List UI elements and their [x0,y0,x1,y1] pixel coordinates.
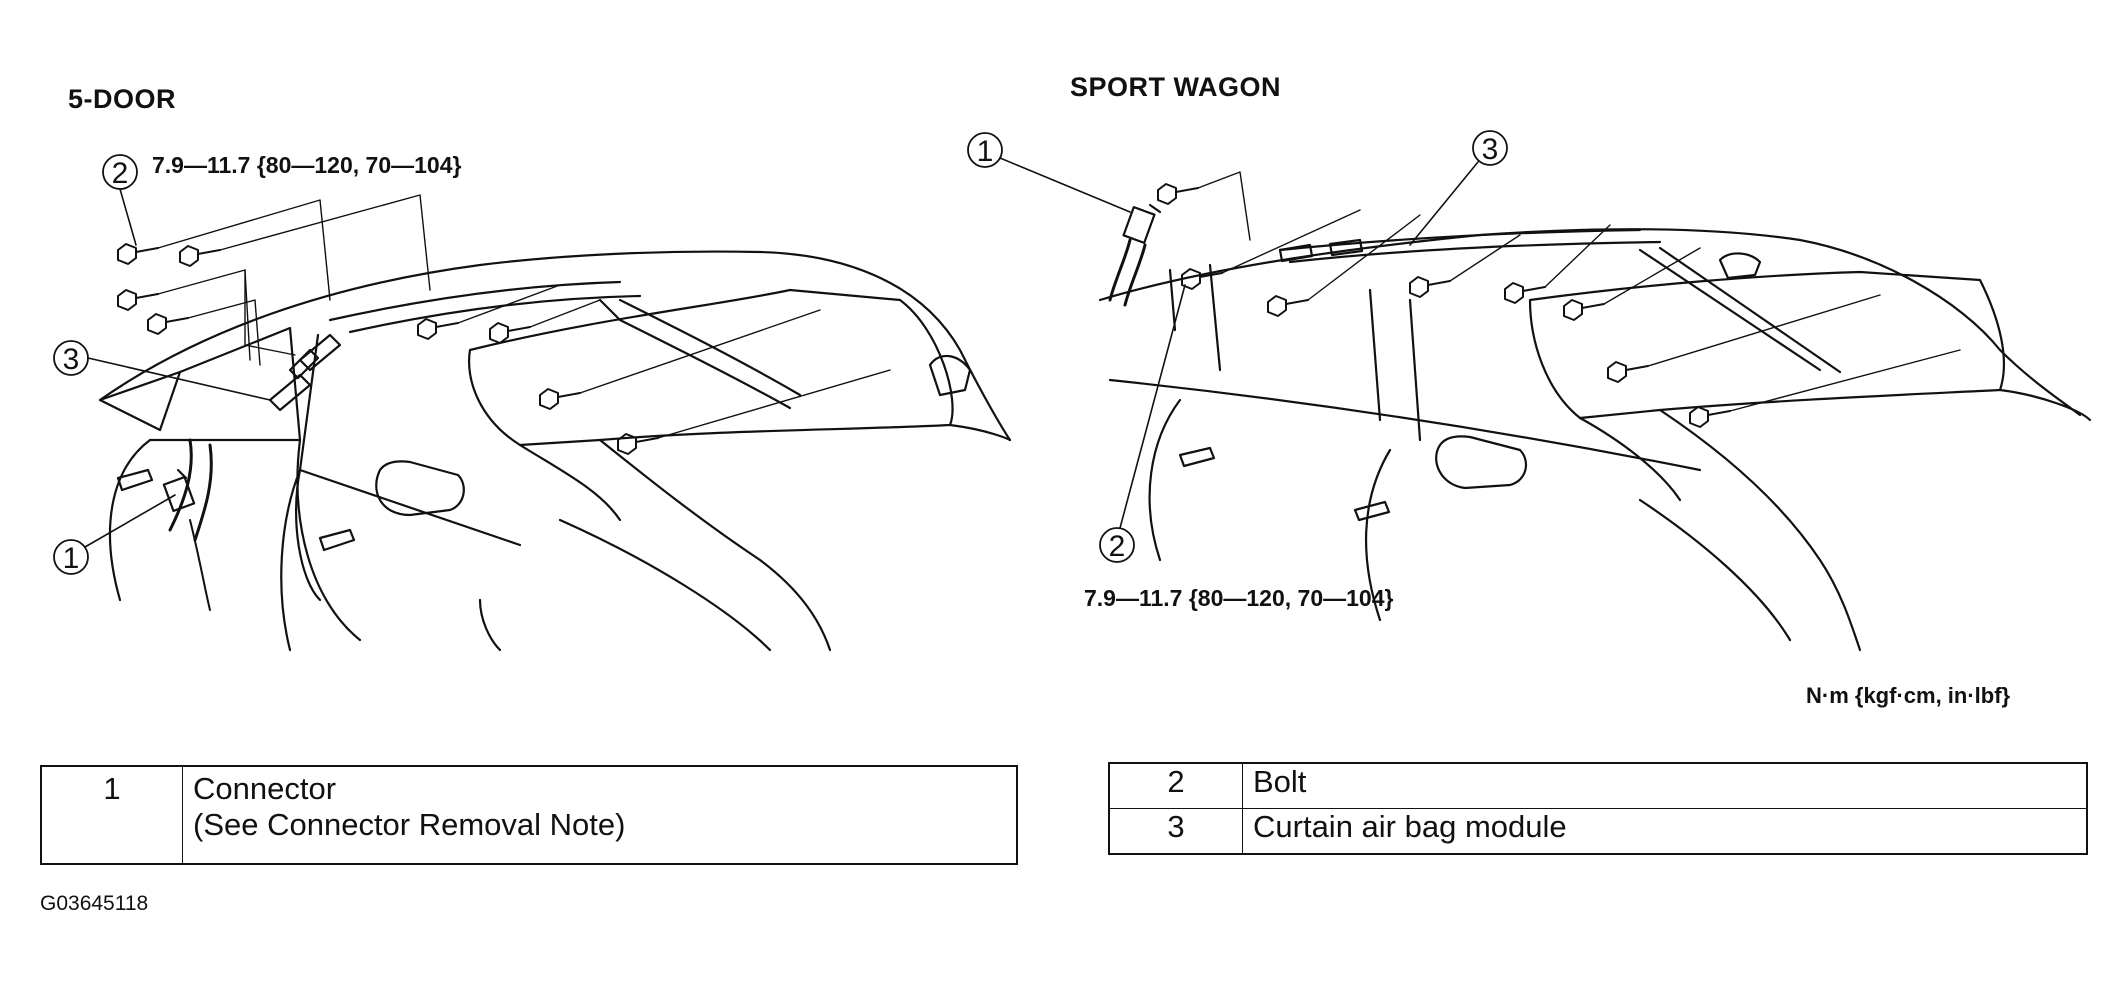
left-door-handle [116,468,154,492]
left-torque-spec: 7.9—11.7 {80—120, 70—104} [152,152,462,178]
right-callout-2-label: 2 [1109,530,1126,563]
legend-number: 3 [1108,808,1243,855]
legend-row: 1 Connector (See Connector Removal Note) [40,765,1018,865]
left-leader-lines [157,194,891,439]
left-callout-2 [102,154,138,246]
left-rear-door [108,438,152,602]
left-panel-heading: 5-DOOR [68,84,177,114]
legend-description: Bolt [1242,762,2088,809]
left-bolt [489,322,531,344]
right-bolt [1607,361,1649,383]
right-leader-lines [1197,171,1961,412]
right-car-illustration [1098,228,2092,652]
left-bolt [417,318,459,340]
left-callout-2-label: 2 [112,157,129,190]
left-callout-1-label: 1 [63,542,80,575]
left-bolt [147,313,189,335]
right-bolt [1689,406,1731,428]
left-callout-3 [53,340,271,401]
right-callout-3-label: 3 [1482,133,1499,166]
right-callout-3 [1409,130,1508,246]
left-bolts [117,243,659,455]
units-note: N·m {kgf·cm, in·lbf} [1806,683,2011,708]
right-connector [1122,203,1162,244]
right-bolt [1157,183,1199,205]
right-bolts [1157,183,1731,428]
right-bolt [1504,282,1546,304]
left-car-illustration [98,250,1012,652]
right-door-handle [1178,446,1216,468]
legend-description: Curtain air bag module [1242,808,2088,855]
right-wire-harness [1108,238,1132,302]
left-callout-3-label: 3 [63,343,80,376]
left-bolt [179,245,221,267]
right-callout-2 [1099,284,1186,563]
right-bolt [1409,276,1451,298]
legend-desc-line1: Connector [193,771,337,806]
left-bolt [117,243,159,265]
legend-row: 3 Curtain air bag module [1108,808,2088,855]
right-bolt [1563,299,1605,321]
left-callout-1 [53,494,176,575]
legend-desc-line2: (See Connector Removal Note) [193,807,626,842]
left-bolt [617,433,659,455]
left-roof-outline [98,250,1012,442]
right-bolt [1181,268,1223,290]
right-torque-spec: 7.9—11.7 {80—120, 70—104} [1084,585,1394,611]
right-panel-heading: SPORT WAGON [1070,72,1282,102]
figure-id: G03645118 [40,892,149,915]
legend-table-right: 2 Bolt 3 Curtain air bag module [1108,762,2088,855]
right-roof-outline [1098,228,2082,417]
left-windshield [468,288,954,447]
right-side-mirror [1435,435,1528,490]
left-front-door [280,468,302,652]
legend-row: 2 Bolt [1108,762,2088,809]
right-bolt [1267,295,1309,317]
legend-table-left: 1 Connector (See Connector Removal Note) [40,765,1018,865]
right-rear-door [1148,398,1182,562]
left-bolt [117,289,159,311]
right-callout-1-label: 1 [977,135,994,168]
legend-number: 1 [40,765,183,865]
right-windshield [1528,270,2006,420]
left-curtain-airbag-module [268,333,342,412]
legend-description: Connector (See Connector Removal Note) [182,765,1018,865]
legend-number: 2 [1108,762,1243,809]
left-rear-glass [98,370,182,432]
right-curtain-airbag-module [1278,238,1364,263]
right-callout-1 [967,132,1131,213]
left-side-mirror [375,460,465,517]
left-bolt [539,388,581,410]
